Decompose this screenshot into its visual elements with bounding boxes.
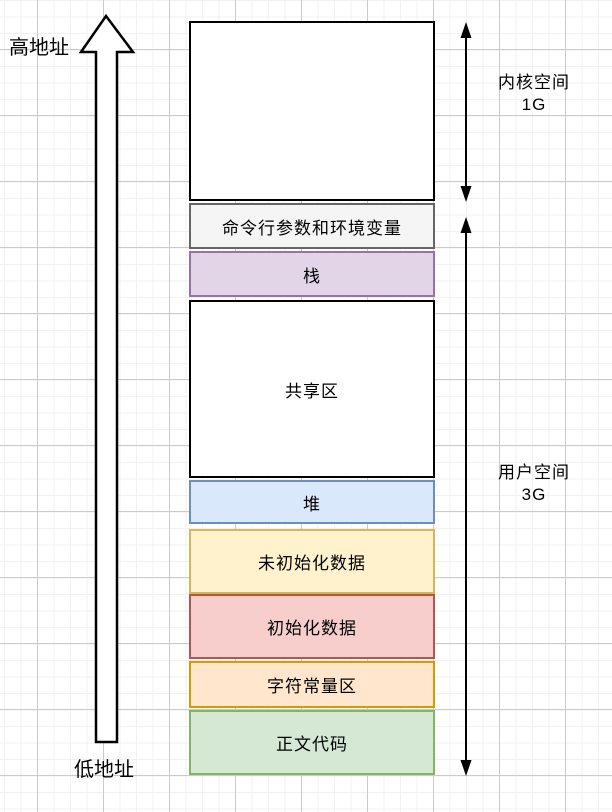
kernel-space-range-label-line2: 1G	[521, 95, 547, 114]
segment-heap: 堆	[189, 480, 435, 524]
kernel-space-range-label-line1: 内核空间	[498, 73, 570, 92]
segment-cmdline-env: 命令行参数和环境变量	[189, 203, 435, 249]
low-address-label: 低地址	[74, 759, 134, 781]
address-direction-arrow	[78, 14, 136, 744]
user-space-range-label-line2: 3G	[521, 485, 547, 504]
segment-shared-area: 共享区	[189, 300, 435, 478]
segment-stack: 栈	[189, 251, 435, 297]
kernel-space-range-arrow	[460, 22, 472, 202]
segment-kernel-space	[189, 21, 435, 201]
segment-initialized-data: 初始化数据	[189, 594, 435, 659]
segment-text-code: 正文代码	[189, 710, 435, 775]
segment-uninitialized-data: 未初始化数据	[189, 529, 435, 594]
user-space-range-label-line1: 用户空间	[498, 463, 570, 482]
high-address-label: 高地址	[9, 37, 69, 59]
user-space-range-label: 用户空间 3G	[488, 462, 580, 506]
kernel-space-range-label: 内核空间 1G	[488, 72, 580, 116]
segment-string-constants: 字符常量区	[189, 661, 435, 708]
user-space-range-arrow	[460, 217, 472, 776]
